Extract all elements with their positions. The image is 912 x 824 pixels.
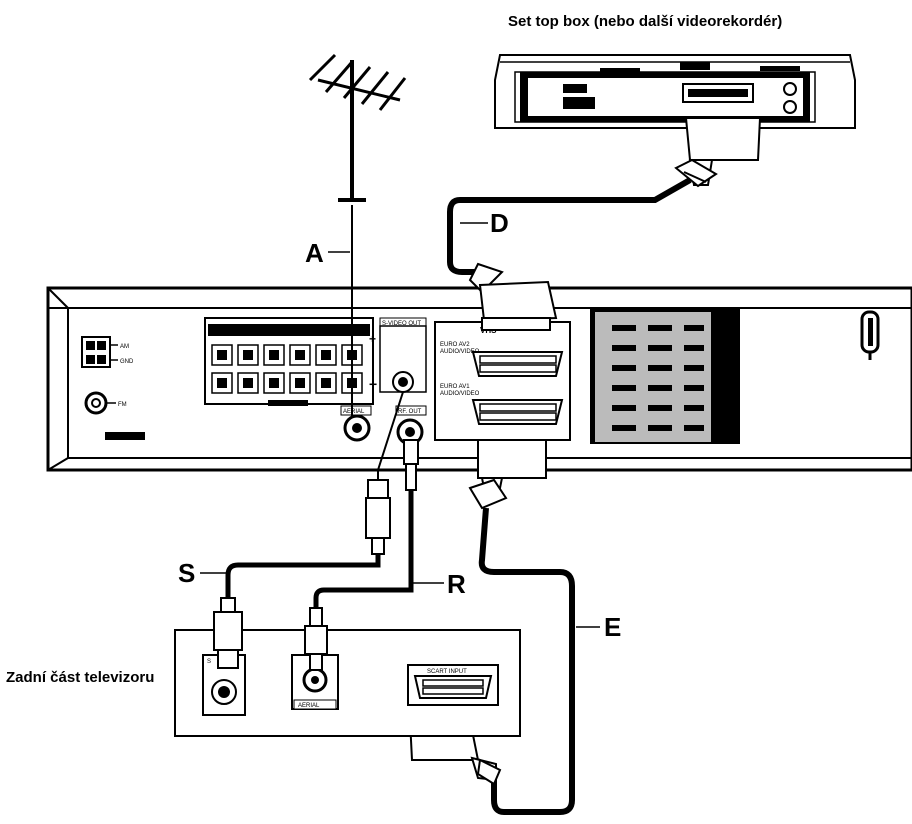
- euro-av2-sub-label: AUDIO/VIDEO: [440, 349, 480, 355]
- rf-out-label: RF. OUT: [398, 409, 422, 415]
- cable-a-label: A: [305, 238, 324, 268]
- vent-slot: [105, 432, 145, 440]
- tv-aerial-port: AERIAL: [291, 654, 339, 710]
- tv-aerial-label: AERIAL: [298, 703, 320, 709]
- tv-scart-port: SCART INPUT: [407, 664, 499, 706]
- cooling-vent: [590, 308, 740, 444]
- speaker-terminals: [204, 317, 374, 406]
- cable-s-label: S: [178, 558, 195, 588]
- svideo-out-label: S-VIDEO OUT: [382, 321, 421, 327]
- gnd-label: GND: [120, 359, 134, 365]
- am-gnd-terminals: AM GND: [81, 336, 134, 368]
- euro-av2-label: EURO AV2: [440, 342, 470, 348]
- cable-r: [304, 439, 419, 671]
- euro-av1-label: EURO AV1: [440, 384, 470, 390]
- set-top-box-caption: Set top box (nebo další videorekordér): [508, 13, 782, 30]
- stb-indicator: [563, 84, 595, 109]
- cable-e-label: E: [604, 612, 621, 642]
- cable-e: [408, 439, 575, 815]
- antenna-icon: [308, 53, 407, 202]
- aerial-in-port: AERIAL: [340, 405, 372, 442]
- am-label: AM: [120, 344, 129, 350]
- stb-rca-socket: [783, 82, 797, 96]
- stb-rca-socket: [783, 100, 797, 114]
- power-cord-icon: [860, 310, 880, 360]
- tv-s-label: S: [207, 659, 211, 665]
- minus-sign: −: [369, 376, 377, 392]
- aerial-in-label: AERIAL: [343, 409, 365, 415]
- recorder-unit: AM GND FM: [46, 286, 912, 472]
- cable-r-label: R: [447, 569, 466, 599]
- fm-label: FM: [118, 402, 127, 408]
- tv-scart-label: SCART INPUT: [427, 669, 467, 675]
- plus-sign: +: [369, 332, 376, 346]
- tv-rear-caption: Zadní část televizoru: [6, 669, 154, 686]
- svideo-out-port: S-VIDEO OUT: [379, 317, 427, 393]
- fm-terminal: FM: [84, 391, 127, 415]
- cable-d: [447, 117, 762, 331]
- cable-s: [213, 391, 404, 669]
- vhs-euro-panel: VHS EURO AV2 AUDIO/VIDEO EURO AV1 AUDIO/…: [434, 321, 571, 441]
- rf-out-port: RF. OUT: [395, 405, 427, 446]
- cable-d-label: D: [490, 208, 509, 238]
- euro-av1-sub-label: AUDIO/VIDEO: [440, 391, 480, 397]
- set-top-box: [494, 54, 856, 129]
